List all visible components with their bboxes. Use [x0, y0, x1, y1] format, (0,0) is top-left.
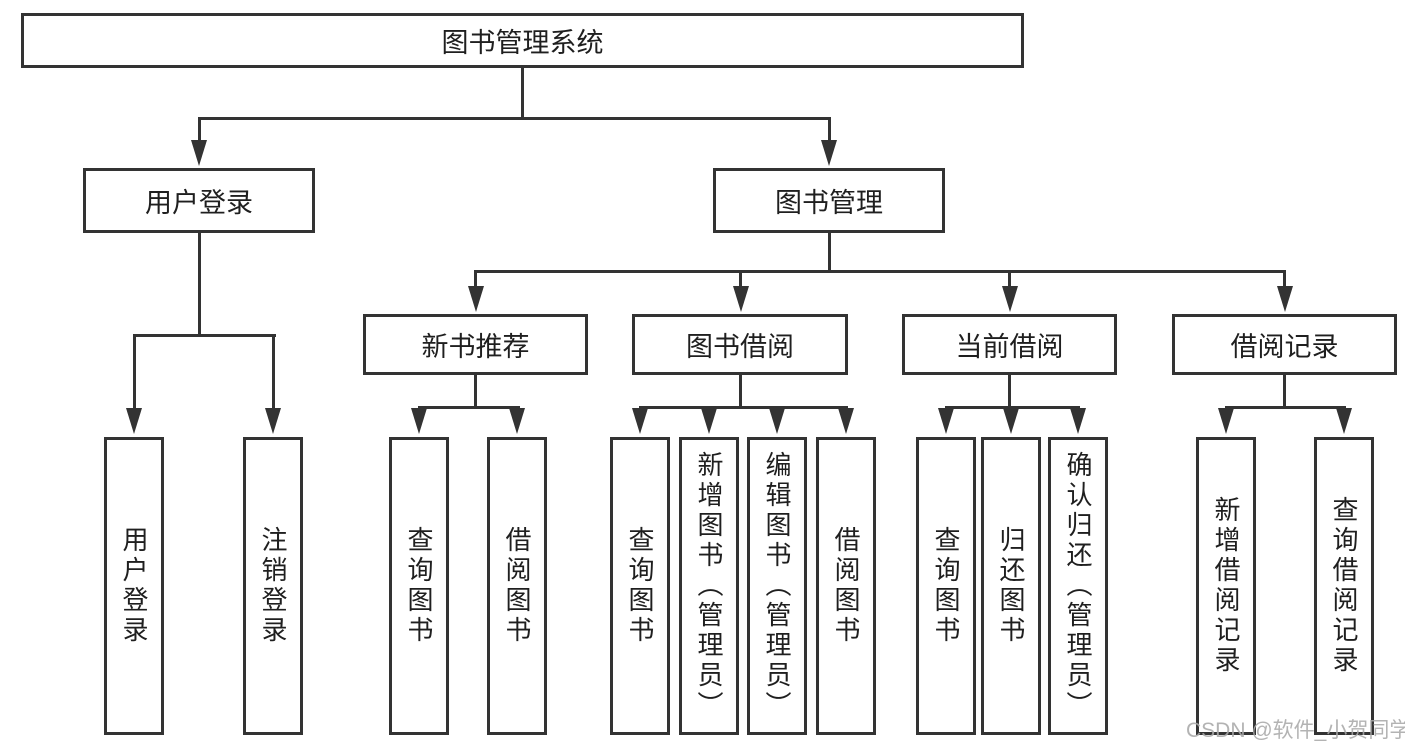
connector-level1-bus — [197, 117, 831, 120]
arrowhead-down-icon — [467, 286, 484, 312]
leaf-label: 注销登录 — [258, 526, 288, 646]
leaf-return-book: 归还图书 — [981, 437, 1041, 735]
node-label: 用户登录 — [145, 188, 253, 218]
leaf-edit-book-admin: 编辑图书（管理员） — [747, 437, 807, 735]
connector-records-bus — [1224, 406, 1346, 409]
leaf-borrow-books-1: 借阅图书 — [487, 437, 547, 735]
node-book-management: 图书管理 — [713, 168, 945, 233]
connector-stub — [827, 117, 831, 143]
connector-current-trunk — [1008, 375, 1011, 408]
leaf-label: 确认归还（管理员） — [1063, 451, 1093, 721]
node-user-login: 用户登录 — [83, 168, 315, 233]
arrowhead-down-icon — [509, 408, 525, 434]
leaf-query-books-2: 查询图书 — [610, 437, 670, 735]
leaf-borrow-books-2: 借阅图书 — [816, 437, 876, 735]
leaf-logout: 注销登录 — [243, 437, 303, 735]
leaf-label: 查询图书 — [625, 526, 655, 646]
connector-stub — [132, 334, 136, 412]
connector-borrow-bus — [638, 406, 848, 409]
connector-stub — [271, 334, 275, 412]
leaf-label: 新增借阅记录 — [1211, 496, 1241, 676]
connector-records-trunk — [1283, 375, 1286, 408]
arrowhead-down-icon — [1070, 408, 1086, 434]
leaf-query-books-3: 查询图书 — [916, 437, 976, 735]
arrowhead-down-icon — [411, 408, 427, 434]
node-label: 图书管理 — [775, 188, 883, 218]
node-book-borrowing: 图书借阅 — [632, 314, 848, 375]
leaf-label: 用户登录 — [119, 526, 149, 646]
node-new-book-recommend: 新书推荐 — [363, 314, 588, 375]
node-label: 借阅记录 — [1230, 332, 1339, 362]
connector-newbook-bus — [417, 406, 520, 409]
leaf-user-login: 用户登录 — [104, 437, 164, 735]
connector-root-trunk — [520, 68, 524, 120]
arrowhead-down-icon — [265, 408, 281, 434]
connector-newbook-trunk — [474, 375, 477, 408]
leaf-label: 查询借阅记录 — [1329, 496, 1359, 676]
arrowhead-down-icon — [821, 140, 837, 166]
connector-bookmgmt-trunk — [827, 233, 831, 272]
connector-stub — [474, 270, 477, 288]
leaf-label: 归还图书 — [996, 526, 1026, 646]
leaf-label: 查询图书 — [931, 526, 961, 646]
arrowhead-down-icon — [1218, 408, 1234, 434]
node-label: 图书借阅 — [686, 332, 794, 362]
arrowhead-down-icon — [938, 408, 954, 434]
leaf-add-book-admin: 新增图书（管理员） — [679, 437, 739, 735]
arrowhead-down-icon — [1336, 408, 1352, 434]
node-root: 图书管理系统 — [21, 13, 1024, 68]
arrowhead-down-icon — [126, 408, 142, 434]
connector-stub — [197, 117, 201, 143]
connector-userlogin-trunk — [197, 233, 201, 337]
arrowhead-down-icon — [769, 408, 785, 434]
node-label: 新书推荐 — [421, 332, 530, 362]
arrowhead-down-icon — [701, 408, 717, 434]
connector-stub — [739, 270, 742, 288]
leaf-label: 借阅图书 — [502, 526, 532, 646]
leaf-query-borrow-record: 查询借阅记录 — [1314, 437, 1374, 735]
leaf-add-borrow-record: 新增借阅记录 — [1196, 437, 1256, 735]
leaf-confirm-return-admin: 确认归还（管理员） — [1048, 437, 1108, 735]
connector-borrow-trunk — [739, 375, 742, 408]
arrowhead-down-icon — [191, 140, 207, 166]
arrowhead-down-icon — [1276, 286, 1293, 312]
csdn-watermark: CSDN @软件_小贺同学 — [1186, 719, 1405, 742]
connector-userlogin-bus — [132, 334, 276, 337]
leaf-query-books-1: 查询图书 — [389, 437, 449, 735]
connector-current-bus — [944, 406, 1080, 409]
arrowhead-down-icon — [732, 286, 749, 312]
connector-stub — [1283, 270, 1286, 288]
node-borrowing-records: 借阅记录 — [1172, 314, 1397, 375]
node-root-label: 图书管理系统 — [441, 28, 604, 58]
leaf-label: 新增图书（管理员） — [694, 451, 724, 721]
leaf-label: 编辑图书（管理员） — [762, 451, 792, 721]
connector-level2-bus — [473, 270, 1286, 273]
arrowhead-down-icon — [1003, 408, 1019, 434]
arrowhead-down-icon — [838, 408, 854, 434]
node-label: 当前借阅 — [955, 332, 1064, 362]
arrowhead-down-icon — [1001, 286, 1018, 312]
arrowhead-down-icon — [632, 408, 648, 434]
connector-stub — [1008, 270, 1011, 288]
leaf-label: 查询图书 — [404, 526, 434, 646]
node-current-borrowing: 当前借阅 — [902, 314, 1117, 375]
leaf-label: 借阅图书 — [831, 526, 861, 646]
